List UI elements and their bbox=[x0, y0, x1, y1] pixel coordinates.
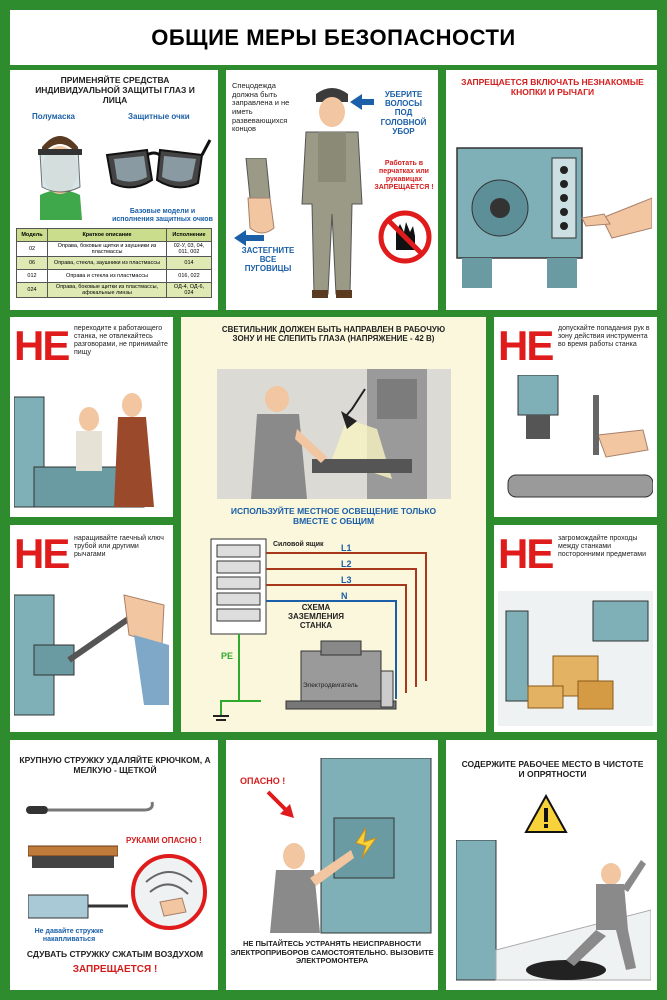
phase-l1-label: L1 bbox=[341, 543, 352, 553]
table-header-cell: Модель bbox=[16, 228, 48, 242]
milling-cutter-illustration bbox=[507, 375, 653, 498]
table-cell: Оправа и стекла из пластмассы bbox=[47, 269, 167, 283]
safety-goggles-illustration bbox=[105, 139, 212, 189]
compressed-air-prohibited: ЗАПРЕЩАЕТСЯ ! bbox=[72, 964, 158, 975]
table-cell: Оправа, боковые щитки и заушники из плас… bbox=[47, 241, 167, 257]
warning-sign-icon bbox=[524, 794, 568, 833]
panel-chip-removal: КРУПНУЮ СТРУЖКУ УДАЛЯЙТЕ КРЮЧКОМ, А МЕЛК… bbox=[10, 740, 218, 990]
table-cell: Оправа, боковые щитки из пластмассы, афо… bbox=[47, 282, 167, 298]
table-row: 06 Оправа, стекла, заушники из пластмасс… bbox=[16, 256, 212, 270]
motor-label: Электродвигатель bbox=[303, 682, 358, 689]
table-cell: 024 bbox=[16, 282, 48, 298]
danger-label: ОПАСНО ! bbox=[240, 776, 286, 786]
power-box-label: Силовой ящик bbox=[273, 541, 324, 548]
phase-l2-label: L2 bbox=[341, 559, 352, 569]
ne-label: НЕ bbox=[498, 530, 554, 577]
table-cell: Оправа, стекла, заушники из пластмассы bbox=[47, 256, 167, 270]
panel-no-wrench-extension: НЕ наращивайте гаечный ключ трубой или д… bbox=[10, 525, 173, 732]
local-lighting-subheading: ИСПОЛЬЗУЙТЕ МЕСТНОЕ ОСВЕЩЕНИЕ ТОЛЬКО ВМЕ… bbox=[230, 506, 437, 526]
table-cell: 012 bbox=[16, 269, 48, 283]
panel-clean-workplace: СОДЕРЖИТЕ РАБОЧЕЕ МЕСТО В ЧИСТОТЕ И ОПРЯ… bbox=[446, 740, 657, 990]
phase-l3-label: L3 bbox=[341, 575, 352, 585]
panel-workwear: Спецодежда должна быть заправлена и не и… bbox=[226, 70, 438, 310]
panel-unfamiliar-buttons: ЗАПРЕЩАЕТСЯ ВКЛЮЧАТЬ НЕЗНАКОМЫЕ КНОПКИ И… bbox=[446, 70, 657, 310]
panel-electrical-repair: ОПАСНО ! НЕ ПЫТАЙТЕСЬ УСТРАНЯТЬ НЕИСПРАВ… bbox=[226, 740, 438, 990]
red-arrow-icon bbox=[266, 790, 294, 818]
gloves-warning-text: Работать в перчатках или рукавицах ЗАПРЕ… bbox=[374, 160, 434, 192]
blue-arrow-icon bbox=[350, 94, 374, 110]
chips-hand-illustration bbox=[131, 854, 207, 930]
no-blocked-aisles-text: загромождайте проходы между станками пос… bbox=[558, 535, 647, 559]
scoop-illustration bbox=[28, 894, 128, 919]
goggles-spec-table: Модель Краткое описание Исполнение 02 Оп… bbox=[16, 228, 212, 298]
no-hands-in-zone-text: допускайте попадания рук в зону действия… bbox=[558, 325, 650, 349]
electrical-shock-illustration bbox=[270, 758, 432, 934]
grounding-scheme-diagram bbox=[210, 538, 427, 721]
electrical-repair-warning: НЕ ПЫТАЙТЕСЬ УСТРАНЯТЬ НЕИСПРАВНОСТИ ЭЛЕ… bbox=[230, 939, 434, 966]
panel-no-blocked-aisles: НЕ загромождайте проходы между станками … bbox=[494, 525, 657, 732]
title-bar: ОБЩИЕ МЕРЫ БЕЗОПАСНОСТИ bbox=[10, 10, 657, 65]
hands-danger-label: РУКАМИ ОПАСНО ! bbox=[126, 836, 202, 845]
clean-workplace-heading: СОДЕРЖИТЕ РАБОЧЕЕ МЕСТО В ЧИСТОТЕ И ОПРЯ… bbox=[461, 759, 644, 779]
no-gloves-sign-icon bbox=[378, 210, 432, 264]
eye-protection-heading: ПРИМЕНЯЙТЕ СРЕДСТВА ИНДИВИДУАЛЬНОЙ ЗАЩИТ… bbox=[35, 75, 195, 105]
panel-lighting-grounding: СВЕТИЛЬНИК ДОЛЖЕН БЫТЬ НАПРАВЛЕН В РАБОЧ… bbox=[181, 317, 486, 732]
blue-arrow-icon bbox=[234, 230, 264, 246]
glasses-label: Защитные очки bbox=[128, 112, 190, 121]
cluttered-workshop-illustration bbox=[498, 591, 653, 726]
workers-talking-illustration bbox=[14, 393, 154, 508]
panel-no-distraction: НЕ переходите к работающего станка, не о… bbox=[10, 317, 173, 517]
grounding-scheme-label: СХЕМА ЗАЗЕМЛЕНИЯ СТАНКА bbox=[287, 603, 345, 631]
chip-accumulation-note: Не давайте стружке накапливаться bbox=[34, 928, 104, 944]
hand-cuff-illustration bbox=[245, 158, 275, 234]
table-cell: ОД-4, ОД-6, 024 bbox=[166, 282, 212, 298]
lighting-heading: СВЕТИЛЬНИК ДОЛЖЕН БЫТЬ НАПРАВЛЕН В РАБОЧ… bbox=[221, 325, 446, 344]
wrench-pipe-illustration bbox=[14, 594, 169, 716]
table-header-cell: Краткое описание bbox=[47, 228, 167, 242]
table-row: 024 Оправа, боковые щитки из пластмассы,… bbox=[16, 282, 212, 298]
table-cell: 016, 022 bbox=[166, 269, 212, 283]
slipping-worker-illustration bbox=[456, 840, 651, 981]
ne-label: НЕ bbox=[14, 530, 70, 577]
compressed-air-text: СДУВАТЬ СТРУЖКУ СЖАТЫМ ВОЗДУХОМ bbox=[26, 949, 204, 959]
mask-label: Полумаска bbox=[32, 112, 75, 121]
unfamiliar-buttons-heading: ЗАПРЕЩАЕТСЯ ВКЛЮЧАТЬ НЕЗНАКОМЫЕ КНОПКИ И… bbox=[461, 77, 644, 97]
lamp-machine-illustration bbox=[217, 369, 451, 499]
panel-eye-protection: ПРИМЕНЯЙТЕ СРЕДСТВА ИНДИВИДУАЛЬНОЙ ЗАЩИТ… bbox=[10, 70, 218, 310]
buttons-text: ЗАСТЕГНИТЕ ВСЕ ПУГОВИЦЫ bbox=[241, 246, 295, 274]
table-cell: 06 bbox=[16, 256, 48, 270]
ne-label: НЕ bbox=[498, 322, 554, 369]
neutral-n-label: N bbox=[341, 591, 348, 601]
panel-no-hands-in-zone: НЕ допускайте попадания рук в зону дейст… bbox=[494, 317, 657, 517]
goggles-models-note: Базовые модели и исполнения защитных очк… bbox=[112, 208, 213, 224]
pe-label: PE bbox=[221, 651, 234, 661]
face-mask-illustration bbox=[38, 136, 82, 220]
table-row: 012 Оправа и стекла из пластмассы 016, 0… bbox=[16, 269, 212, 283]
table-cell: 02 bbox=[16, 241, 48, 257]
table-cell: 014 bbox=[166, 256, 212, 270]
no-wrench-extension-text: наращивайте гаечный ключ трубой или друг… bbox=[74, 535, 164, 559]
chip-removal-heading: КРУПНУЮ СТРУЖКУ УДАЛЯЙТЕ КРЮЧКОМ, А МЕЛК… bbox=[19, 755, 211, 775]
table-header-row: Модель Краткое описание Исполнение bbox=[16, 228, 212, 242]
poster-title: ОБЩИЕ МЕРЫ БЕЗОПАСНОСТИ bbox=[151, 24, 516, 50]
table-row: 02 Оправа, боковые щитки и заушники из п… bbox=[16, 241, 212, 257]
hair-cover-text: УБЕРИТЕ ВОЛОСЫ ПОД ГОЛОВНОЙ УБОР bbox=[380, 90, 427, 136]
ne-label: НЕ bbox=[14, 322, 70, 369]
worker-illustration bbox=[301, 88, 363, 298]
brush-illustration bbox=[28, 845, 118, 868]
control-panel-illustration bbox=[456, 147, 652, 288]
table-cell: 02-У, 03, 04, 011, 002 bbox=[166, 241, 212, 257]
hook-illustration bbox=[26, 801, 154, 814]
table-header-cell: Исполнение bbox=[166, 228, 212, 242]
workwear-text: Спецодежда должна быть заправлена и не и… bbox=[232, 81, 290, 134]
no-distraction-text: переходите к работающего станка, не отвл… bbox=[74, 325, 168, 357]
